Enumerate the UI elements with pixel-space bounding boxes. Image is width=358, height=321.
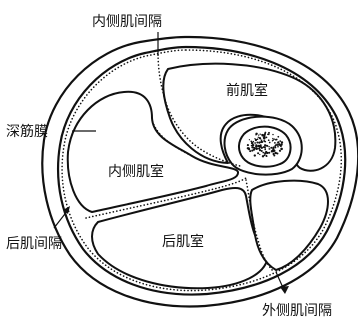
marrow-dot: [277, 136, 279, 138]
marrow-dot: [266, 152, 267, 153]
label-anterior-compartment: 前肌室: [226, 82, 268, 99]
marrow-dot: [281, 141, 283, 143]
marrow-dot: [272, 134, 273, 135]
marrow-dot: [271, 147, 272, 148]
marrow-dot: [261, 139, 262, 140]
marrow-dot: [264, 149, 266, 151]
marrow-dot: [264, 141, 266, 143]
marrow-dot: [254, 143, 255, 144]
marrow-dot: [264, 154, 266, 156]
label-posterior-septum: 后肌间隔: [6, 236, 62, 252]
marrow-dot: [272, 138, 273, 139]
label-deep-fascia: 深筋膜: [6, 123, 48, 140]
marrow-dot: [259, 145, 262, 148]
marrow-dot: [264, 132, 266, 134]
marrow-dot: [273, 146, 275, 148]
marrow-dot: [268, 132, 270, 134]
marrow-dot: [264, 152, 266, 154]
marrow-dot: [263, 137, 264, 138]
marrow-dot: [258, 137, 259, 138]
marrow-dot: [279, 150, 281, 152]
marrow-dot: [279, 140, 281, 142]
marrow-dot: [280, 145, 282, 147]
marrow-dot: [280, 148, 283, 151]
marrow-dot: [257, 138, 259, 140]
marrow-dot: [252, 144, 254, 146]
label-posterior-compartment: 后肌室: [162, 233, 204, 250]
marrow-dot: [272, 139, 274, 141]
marrow-dot: [273, 154, 275, 156]
marrow-dot: [259, 137, 261, 139]
marrow-dot: [262, 152, 264, 154]
marrow-dot: [266, 155, 268, 157]
marrow-dot: [257, 152, 259, 154]
marrow-dot: [274, 142, 276, 144]
marrow-dot: [277, 146, 279, 148]
marrow-dot: [267, 134, 268, 135]
marrow-dot: [272, 149, 273, 150]
marrow-dot: [251, 142, 254, 145]
marrow-dot: [264, 147, 266, 149]
marrow-dot: [248, 147, 249, 148]
marrow-dot: [251, 146, 253, 148]
marrow-dot: [278, 141, 279, 142]
marrow-dot: [257, 145, 259, 147]
lateral-septum-arrowhead: [280, 286, 289, 294]
marrow-dot: [261, 150, 263, 152]
label-medial-septum: 内侧肌间隔: [92, 14, 162, 30]
marrow-dot: [254, 138, 255, 139]
marrow-dot: [258, 142, 260, 144]
marrow-dot: [260, 141, 262, 143]
marrow-dot: [273, 148, 274, 149]
marrow-dot: [268, 139, 270, 141]
marrow-dot: [255, 145, 257, 147]
marrow-dot: [255, 148, 257, 150]
marrow-dot: [269, 142, 271, 144]
marrow-dot: [264, 144, 266, 146]
marrow-dot: [258, 134, 259, 135]
marrow-dot: [276, 139, 278, 141]
label-medial-compartment: 内侧肌室: [108, 163, 164, 180]
marrow-dot: [268, 148, 270, 150]
marrow-dot: [274, 147, 276, 149]
marrow-dot: [259, 154, 260, 155]
marrow-dot: [253, 149, 255, 151]
marrow-dot: [266, 137, 268, 139]
marrow-dot: [275, 152, 277, 154]
marrow-dot: [247, 144, 249, 146]
marrow-dot: [255, 133, 257, 135]
marrow-dot: [249, 150, 251, 152]
marrow-dot: [277, 144, 279, 146]
marrow-dot: [249, 139, 250, 140]
marrow-dot: [263, 146, 264, 147]
marrow-dot: [279, 145, 280, 146]
marrow-dot: [275, 144, 277, 146]
marrow-dot: [268, 152, 270, 154]
marrow-dot: [256, 141, 258, 143]
posterior-septum-leader: [54, 210, 68, 228]
marrow-dot: [254, 154, 256, 156]
marrow-dot: [260, 134, 261, 135]
label-lateral-septum: 外侧肌间隔: [262, 303, 332, 319]
marrow-dot: [263, 135, 265, 137]
lateral-region: [250, 181, 328, 270]
marrow-dot: [268, 146, 269, 147]
